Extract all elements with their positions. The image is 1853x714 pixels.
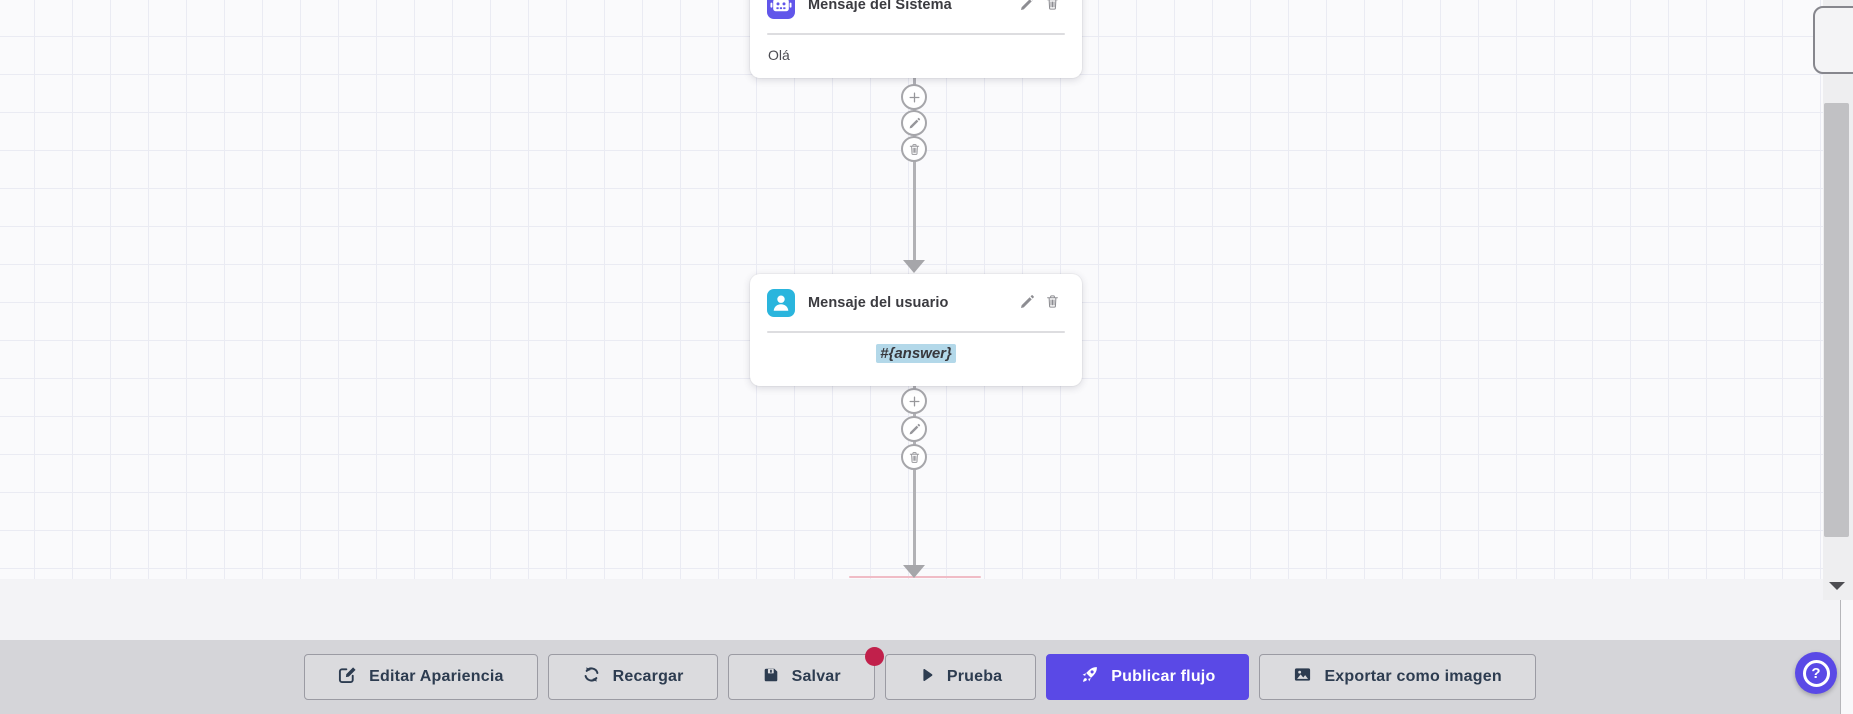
trash-icon (1045, 0, 1060, 14)
connector-line (913, 386, 916, 565)
edit-node-button[interactable] (1019, 294, 1035, 313)
unsaved-changes-badge (864, 647, 884, 666)
button-label: Recargar (612, 668, 684, 685)
add-step-button[interactable] (901, 388, 927, 414)
button-label: Publicar flujo (1111, 668, 1216, 685)
add-step-button[interactable] (901, 84, 927, 110)
delete-node-button[interactable] (1045, 0, 1060, 14)
save-icon (762, 666, 780, 689)
node-title: Mensaje del usuario (808, 295, 949, 311)
node-header: Mensaje del Sistema (750, 0, 1082, 19)
edit-step-button[interactable] (901, 416, 927, 442)
scroll-down-arrow-icon[interactable] (1829, 582, 1845, 590)
trash-icon (1045, 294, 1060, 312)
node-divider (767, 331, 1065, 333)
connector-line (913, 78, 916, 262)
publish-flow-button[interactable]: Publicar flujo (1046, 654, 1250, 700)
pencil-icon (908, 423, 921, 436)
arrow-down-icon (903, 565, 925, 578)
pencil-icon (1019, 294, 1035, 313)
robot-icon (767, 0, 795, 19)
plus-icon (907, 394, 922, 409)
scrollbar-top-panel (1813, 6, 1853, 74)
canvas-footer-band (0, 579, 1840, 640)
flow-canvas[interactable]: Mensaje del Sistema Olá (0, 0, 1853, 579)
question-mark-icon: ? (1802, 659, 1830, 687)
node-title: Mensaje del Sistema (808, 0, 952, 13)
delete-step-button[interactable] (901, 136, 927, 162)
edit-step-button[interactable] (901, 110, 927, 136)
user-icon (767, 289, 795, 317)
help-button[interactable]: ? (1795, 652, 1837, 694)
node-divider (767, 33, 1065, 35)
edit-node-button[interactable] (1019, 0, 1035, 15)
variable-chip[interactable]: #{answer} (876, 344, 956, 363)
trash-icon (908, 451, 921, 464)
bottom-toolbar: Editar Apariencia Recargar (0, 640, 1840, 714)
plus-icon (907, 90, 922, 105)
right-edge-strip (1840, 600, 1853, 714)
node-header: Mensaje del usuario (750, 274, 1082, 317)
test-button[interactable]: Prueba (884, 654, 1037, 700)
button-label: Exportar como imagen (1324, 668, 1502, 685)
delete-step-button[interactable] (901, 444, 927, 470)
button-label: Salvar (791, 668, 841, 685)
image-icon (1293, 665, 1312, 689)
play-icon (919, 667, 935, 688)
arrow-down-icon (903, 260, 925, 273)
reload-button[interactable]: Recargar (547, 654, 718, 700)
button-label: Editar Apariencia (369, 668, 504, 685)
scrollbar-thumb[interactable] (1824, 103, 1849, 537)
delete-node-button[interactable] (1045, 294, 1060, 312)
rocket-icon (1080, 665, 1099, 689)
pencil-icon (1019, 0, 1035, 15)
export-image-button[interactable]: Exportar como imagen (1259, 654, 1536, 700)
button-label: Prueba (946, 668, 1003, 685)
node-card-system-message[interactable]: Mensaje del Sistema Olá (750, 0, 1082, 78)
pen-square-icon (338, 665, 357, 689)
node-body-text: Olá (768, 47, 790, 63)
save-button[interactable]: Salvar (727, 647, 884, 700)
trash-icon (908, 143, 921, 156)
node-body-text: #{answer} (750, 333, 1082, 363)
node-card-user-message[interactable]: Mensaje del usuario #{answer} (750, 274, 1082, 386)
edit-appearance-button[interactable]: Editar Apariencia (304, 654, 538, 700)
pencil-icon (908, 117, 921, 130)
refresh-icon (582, 665, 601, 689)
